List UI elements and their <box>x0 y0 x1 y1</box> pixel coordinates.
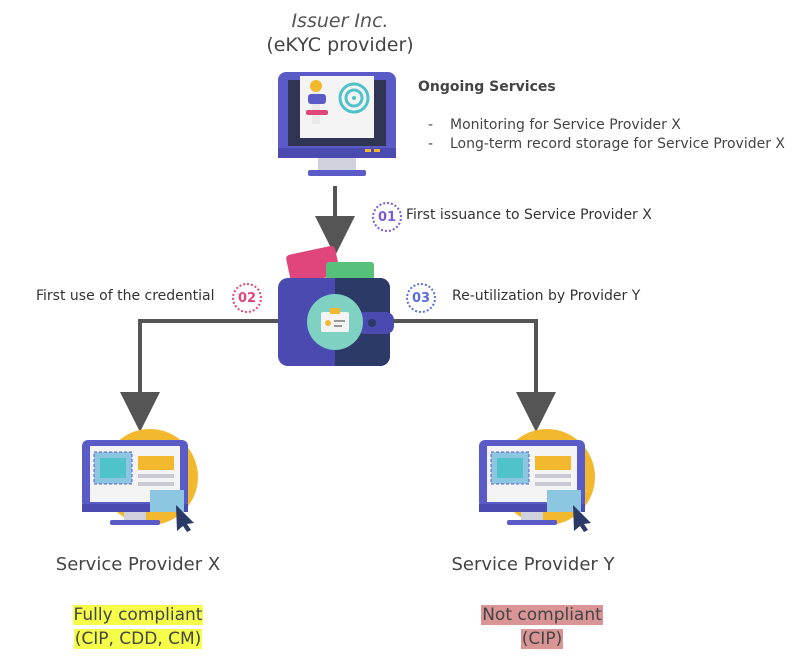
compliance-scope: (CIP) <box>520 629 564 649</box>
compliance-scope: (CIP, CDD, CM) <box>73 629 203 649</box>
issuer-name: Issuer Inc. <box>291 10 389 32</box>
list-item: -Monitoring for Service Provider X <box>428 117 681 133</box>
compliance-status: Not compliant <box>481 605 603 625</box>
provider-y-compliance: Not compliant (CIP) <box>442 603 642 651</box>
step-label-03: Re-utilization by Provider Y <box>452 288 641 304</box>
arrow-wallet-to-provider-x <box>120 319 290 432</box>
provider-x-compliance: Fully compliant (CIP, CDD, CM) <box>38 603 238 651</box>
step-label-02: First use of the credential <box>36 288 215 304</box>
provider-x-name: Service Provider X <box>55 554 221 575</box>
provider-y-name: Service Provider Y <box>451 554 615 575</box>
ongoing-services-title: Ongoing Services <box>418 79 556 95</box>
arrow-wallet-to-provider-y <box>380 319 556 432</box>
ongoing-services-list: -Monitoring for Service Provider X -Long… <box>428 116 785 154</box>
list-item: -Long-term record storage for Service Pr… <box>428 136 786 152</box>
step-badge-01: 01 <box>372 202 402 232</box>
step-badge-03: 03 <box>406 283 436 313</box>
step-label-01: First issuance to Service Provider X <box>406 207 652 223</box>
step-badge-02: 02 <box>232 283 262 313</box>
issuer-role: (eKYC provider) <box>266 34 414 56</box>
compliance-status: Fully compliant <box>72 605 204 625</box>
